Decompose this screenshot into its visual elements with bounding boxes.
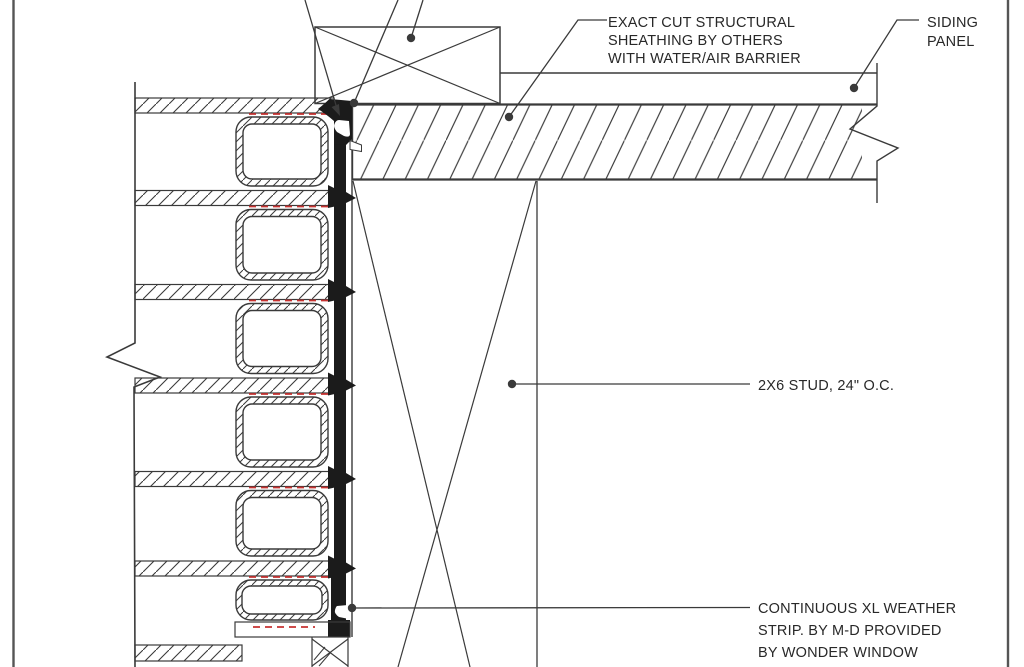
sheathing-hatch (353, 105, 862, 179)
frame-chamber (235, 302, 329, 375)
annotation-siding-note: SIDING PANEL (927, 15, 978, 50)
annotation-line: EXACT CUT STRUCTURAL (608, 15, 795, 31)
frame-chamber (235, 116, 329, 187)
annotation-sheathing-note: EXACT CUT STRUCTURAL SHEATHING BY OTHERS… (608, 15, 801, 67)
frame-chamber (235, 489, 329, 557)
annotation-stud-note: 2X6 STUD, 24" O.C. (758, 378, 894, 394)
gasket-flare (346, 192, 356, 203)
frame-bottom-strip (234, 621, 351, 638)
frame-bottom-accessory (311, 637, 349, 667)
frame-left-edge-break-line (105, 82, 163, 667)
annotation-line: BY WONDER WINDOW (758, 645, 918, 661)
stud-section (352, 180, 538, 667)
gasket-flare (346, 562, 356, 574)
leader-blocking (406, 0, 424, 43)
gasket-flare (346, 379, 356, 391)
blocking-x-line (314, 26, 501, 105)
weatherstrip-bulb-bottom (334, 605, 349, 619)
frame-chamber (235, 208, 329, 281)
window-frame-section (105, 82, 362, 667)
leader-frame-corner (349, 0, 399, 108)
sheathing-break-line (848, 63, 900, 203)
stud-x-line (397, 180, 537, 667)
sill-seal-hook (328, 620, 350, 637)
sealant-notch (349, 139, 362, 153)
gasket-flare (346, 286, 356, 297)
annotation-line: PANEL (927, 34, 974, 50)
leader-sheathing-note (504, 19, 607, 122)
annotation-line: CONTINUOUS XL WEATHER (758, 601, 956, 617)
frame-fin (134, 560, 335, 577)
stud-x-line (352, 180, 471, 667)
frame-fin (134, 97, 335, 114)
frame-chamber (235, 396, 329, 468)
wood-blocking-section (314, 26, 501, 105)
structural-sheathing (351, 63, 900, 203)
frame-fin (134, 377, 335, 394)
frame-fin (134, 283, 335, 301)
frame-fin (134, 470, 335, 488)
annotation-line: WITH WATER/AIR BARRIER (608, 51, 801, 67)
annotation-line: STRIP. BY M-D PROVIDED (758, 623, 942, 639)
leader-stud-note (507, 379, 750, 389)
frame-chamber (235, 579, 329, 621)
blocking-outline (314, 26, 501, 105)
annotation-line: SHEATHING BY OTHERS (608, 33, 783, 49)
leader-head-seal-arrow (304, 0, 340, 116)
frame-gasket-bar (334, 104, 346, 637)
annotation-weatherstrip-note: CONTINUOUS XL WEATHER STRIP. BY M-D PROV… (758, 601, 956, 661)
drawing-border (12, 0, 1010, 667)
gasket-flare (346, 473, 356, 484)
leader-weatherstrip-note (347, 603, 751, 613)
frame-fin (134, 189, 335, 207)
leader-siding-note (849, 19, 919, 93)
annotation-line: 2X6 STUD, 24" O.C. (758, 378, 894, 394)
weatherstrip-bulb-top (334, 120, 350, 137)
frame-fin (134, 644, 243, 662)
annotation-line: SIDING (927, 15, 978, 31)
